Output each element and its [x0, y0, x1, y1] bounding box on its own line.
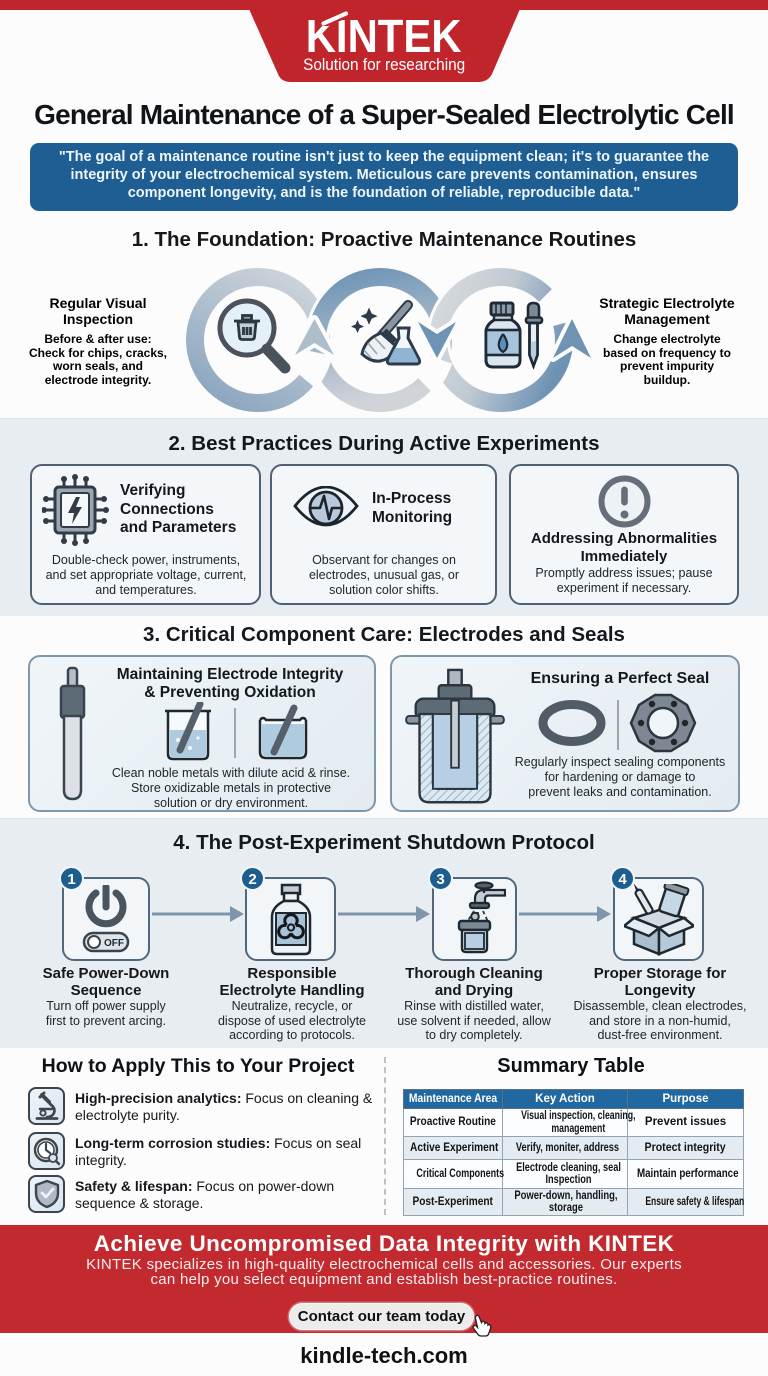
svg-text:OFF: OFF	[104, 938, 124, 949]
